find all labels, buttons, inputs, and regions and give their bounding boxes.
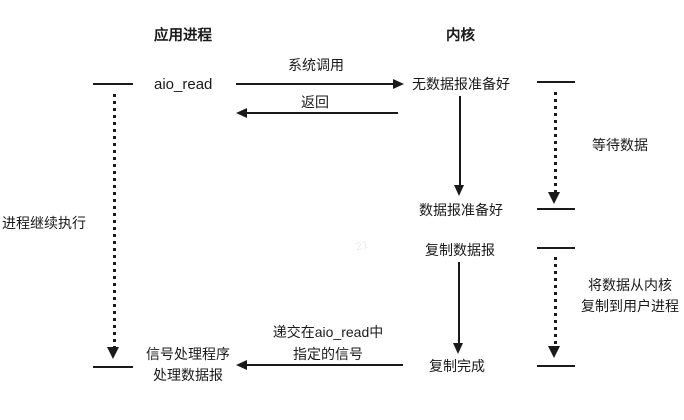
signal-handler-line2: 处理数据报 xyxy=(153,367,223,383)
kernel-timeline-tick-3 xyxy=(537,247,575,249)
kernel-header: 内核 xyxy=(446,28,475,44)
kernel-state-datagram-ready: 数据报准备好 xyxy=(419,202,503,218)
signal-handler-label: 信号处理程序 处理数据报 xyxy=(138,344,238,386)
kernel-state-no-datagram: 无数据报准备好 xyxy=(412,76,510,92)
copy-to-user-label: 将数据从内核 复制到用户进程 xyxy=(578,275,682,317)
syscall-right-arrowhead-icon xyxy=(393,79,404,89)
kernel-copy-dotted-line xyxy=(554,257,557,347)
kernel-copy-down-arrowhead-icon xyxy=(548,346,560,358)
signal-delivery-line1: 递交在aio_read中 xyxy=(272,324,384,340)
kernel-arrow2-down-arrowhead-icon xyxy=(453,343,463,354)
signal-delivery-label: 递交在aio_read中 指定的信号 xyxy=(263,321,393,365)
copy-to-user-line1: 将数据从内核 xyxy=(588,277,672,293)
kernel-arrow2-line xyxy=(458,262,460,344)
signal-handler-line1: 信号处理程序 xyxy=(146,346,230,362)
return-arrow-line xyxy=(247,112,398,114)
return-left-arrowhead-icon xyxy=(236,108,247,118)
copy-to-user-line2: 复制到用户进程 xyxy=(581,298,679,314)
app-timeline-top-tick xyxy=(93,83,133,85)
kernel-state-copy-done: 复制完成 xyxy=(429,358,485,374)
kernel-wait-dotted-line xyxy=(554,92,557,192)
kernel-state-copy-datagram: 复制数据报 xyxy=(425,242,495,258)
wait-for-data-label: 等待数据 xyxy=(592,137,648,153)
app-process-dotted-line xyxy=(113,94,116,347)
kernel-timeline-tick-4 xyxy=(537,365,575,367)
kernel-arrow1-line xyxy=(459,96,461,186)
kernel-timeline-tick-1 xyxy=(537,81,575,83)
kernel-arrow1-down-arrowhead-icon xyxy=(454,185,464,196)
watermark: 21 xyxy=(354,238,370,254)
app-process-down-arrowhead-icon xyxy=(107,347,119,359)
kernel-wait-down-arrowhead-icon xyxy=(548,192,560,204)
signal-left-arrowhead-icon xyxy=(236,360,247,370)
app-process-header: 应用进程 xyxy=(154,28,212,44)
app-timeline-bottom-tick xyxy=(93,366,133,368)
syscall-label: 系统调用 xyxy=(288,57,344,73)
aio-read-label: aio_read xyxy=(154,76,213,93)
kernel-timeline-tick-2 xyxy=(537,208,575,210)
signal-delivery-line2: 指定的信号 xyxy=(293,346,363,362)
syscall-arrow-line xyxy=(236,83,394,85)
return-label: 返回 xyxy=(301,94,329,110)
signal-arrow-line xyxy=(247,364,403,366)
process-continues-label: 进程继续执行 xyxy=(2,215,86,231)
